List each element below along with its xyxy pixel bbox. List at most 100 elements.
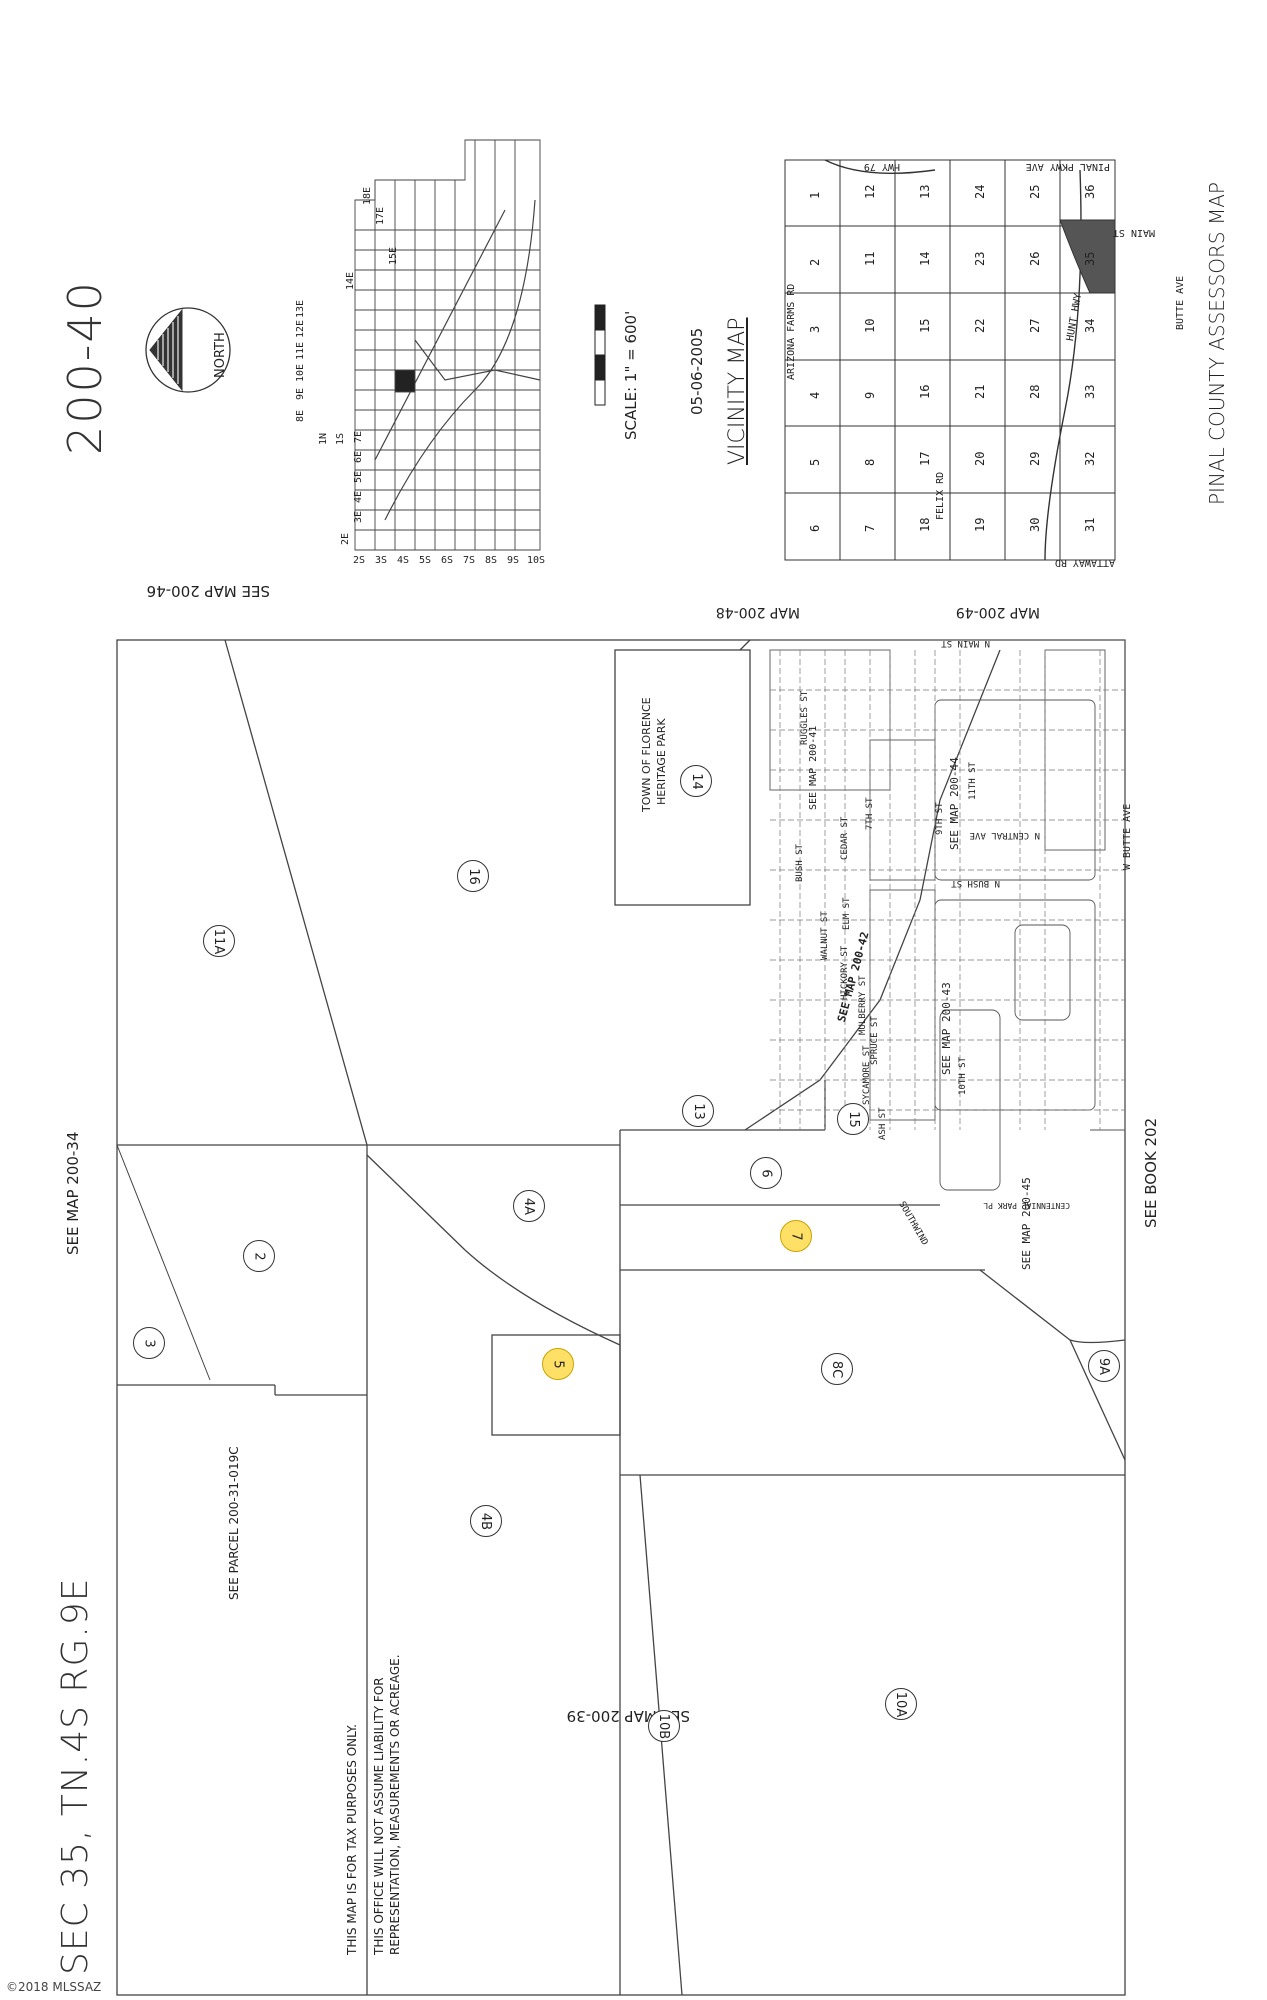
see-map-200-45: SEE MAP 200-45 [1020,1177,1033,1270]
county-label-1N: 1N [318,432,329,445]
vicinity-section-18: 18 [917,517,932,533]
vicinity-section-3: 3 [807,325,822,333]
county-label-7E: 7E [353,430,364,443]
see-map-right-upper-ref: SEE MAP 200-46 [146,582,270,600]
north-label: NORTH [213,332,228,378]
county-label-3S: 3S [375,555,388,566]
street-10th-st: 10TH ST [958,1057,968,1095]
assessor-map-title: PINAL COUNTY ASSESSORS MAP [1205,182,1229,505]
parcel-5[interactable]: 5 [542,1348,574,1380]
county-label-12E: 12E [295,319,306,338]
parcel-4B[interactable]: 4B [470,1505,502,1537]
vicinity-section-29: 29 [1027,451,1042,466]
county-label-2S: 2S [353,555,366,566]
vicinity-road-hwy79: HWY 79 [863,161,900,172]
parcel-13[interactable]: 13 [682,1095,714,1127]
vicinity-section-6: 6 [807,525,822,533]
scale-text: SCALE: 1" = 600' [622,310,640,440]
park-label-line2: HERITAGE PARK [655,718,668,805]
vicinity-road-felix-rd: FELIX RD [935,471,946,520]
county-label-2E: 2E [340,532,351,545]
street-n-bush-st: N BUSH ST [951,878,1000,888]
vicinity-section-21: 21 [972,384,987,400]
vicinity-section-12: 12 [862,184,877,200]
disclaimer-line1: THIS MAP IS FOR TAX PURPOSES ONLY. [345,1724,359,1955]
vicinity-section-33: 33 [1082,384,1097,400]
street-walnut-st: WALNUT ST [820,911,830,960]
vicinity-section-2: 2 [807,258,822,266]
county-label-5S: 5S [419,555,432,566]
vicinity-section-34: 34 [1082,318,1097,333]
parcel-3[interactable]: 3 [133,1327,165,1359]
vicinity-section-14: 14 [917,251,932,266]
county-label-14E: 14E [345,271,356,290]
street-ash-st: ASH ST [878,1107,888,1140]
parcel-10B[interactable]: 10B [648,1710,680,1742]
parcel-10A[interactable]: 10A [885,1688,917,1720]
vicinity-road-butte-ave: BUTTE AVE [1175,275,1186,330]
vicinity-section-22: 22 [972,318,987,333]
section-township-range-title: SEC 35, TN.4S RG.9E [55,1577,96,1975]
vicinity-section-28: 28 [1027,384,1042,400]
street-11th-st: 11TH ST [968,762,978,800]
county-label-5E: 5E [353,470,364,483]
county-label-10S: 10S [527,555,546,566]
parcel-15[interactable]: 15 [837,1103,869,1135]
vicinity-section-27: 27 [1027,318,1042,333]
parcel-8C[interactable]: 8C [821,1353,853,1385]
vicinity-section-17: 17 [917,451,932,466]
vicinity-section-31: 31 [1082,517,1097,533]
vicinity-section-36: 36 [1082,184,1097,200]
county-label-8S: 8S [485,555,498,566]
parcel-7[interactable]: 7 [780,1220,812,1252]
vicinity-section-10: 10 [862,318,877,333]
vicinity-map-title: VICINITY MAP [725,317,750,465]
vicinity-road-main-st: MAIN ST [1112,227,1155,238]
map-date: 05-06-2005 [688,327,706,415]
parcel-2[interactable]: 2 [243,1240,275,1272]
disclaimer-line2: THIS OFFICE WILL NOT ASSUME LIABILITY FO… [372,1677,386,1955]
county-label-9S: 9S [507,555,520,566]
vicinity-section-5: 5 [807,458,822,466]
vicinity-section-30: 30 [1027,517,1042,533]
parcel-9A[interactable]: 9A [1088,1350,1120,1382]
street-mulberry-st: MULBERRY ST [858,975,868,1035]
vicinity-section-23: 23 [972,251,987,266]
vicinity-section-9: 9 [862,391,877,400]
see-map-right-mid-ref: MAP 200-48 [715,604,800,620]
vicinity-section-24: 24 [972,184,987,200]
parcel-16[interactable]: 16 [457,860,489,892]
county-label-15E: 15E [388,246,399,265]
parcel-11A[interactable]: 11A [203,925,235,957]
street-sycamore-st: SYCAMORE ST [862,1045,872,1105]
street-cedar-st: CEDAR ST [840,816,850,860]
map-boundary [116,639,1126,1996]
street-bush-st: BUSH ST [795,844,805,882]
street-7th-st: 7TH ST [865,797,875,830]
vicinity-section-15: 15 [917,318,932,333]
county-label-17E: 17E [375,206,386,225]
vicinity-section-19: 19 [972,517,987,533]
parcel-6[interactable]: 6 [750,1157,782,1189]
county-label-8E: 8E [295,409,306,422]
copyright-notice: ©2018 MLSSAZ [6,1980,102,1994]
vicinity-section-4: 4 [807,391,822,400]
vicinity-section-11: 11 [862,251,877,266]
vicinity-road-arizona-farms: ARIZONA FARMS RD [786,283,797,380]
street-w-butte-ave: W BUTTE AVE [1122,803,1133,870]
parcel-14[interactable]: 14 [680,765,712,797]
park-label-line1: TOWN OF FLORENCE [640,697,653,812]
see-map-200-43: SEE MAP 200-43 [940,982,953,1075]
vicinity-road-pinal-pkwy: PINAL PKWY AVE [1025,161,1110,172]
street-n-main-st: N MAIN ST [941,638,990,648]
vicinity-section-25: 25 [1027,184,1042,200]
vicinity-road-attaway-rd: ATTAWAY RD [1054,557,1115,568]
parcel-4A[interactable]: 4A [513,1190,545,1222]
disclaimer-line3: REPRESENTATION, MEASUREMENTS OR ACREAGE. [388,1654,402,1955]
county-label-4S: 4S [397,555,410,566]
vicinity-section-16: 16 [917,384,932,400]
street-elm-st: ELM ST [842,897,852,930]
see-map-top-ref: SEE MAP 200-34 [64,1131,82,1255]
county-label-1S: 1S [335,432,346,445]
